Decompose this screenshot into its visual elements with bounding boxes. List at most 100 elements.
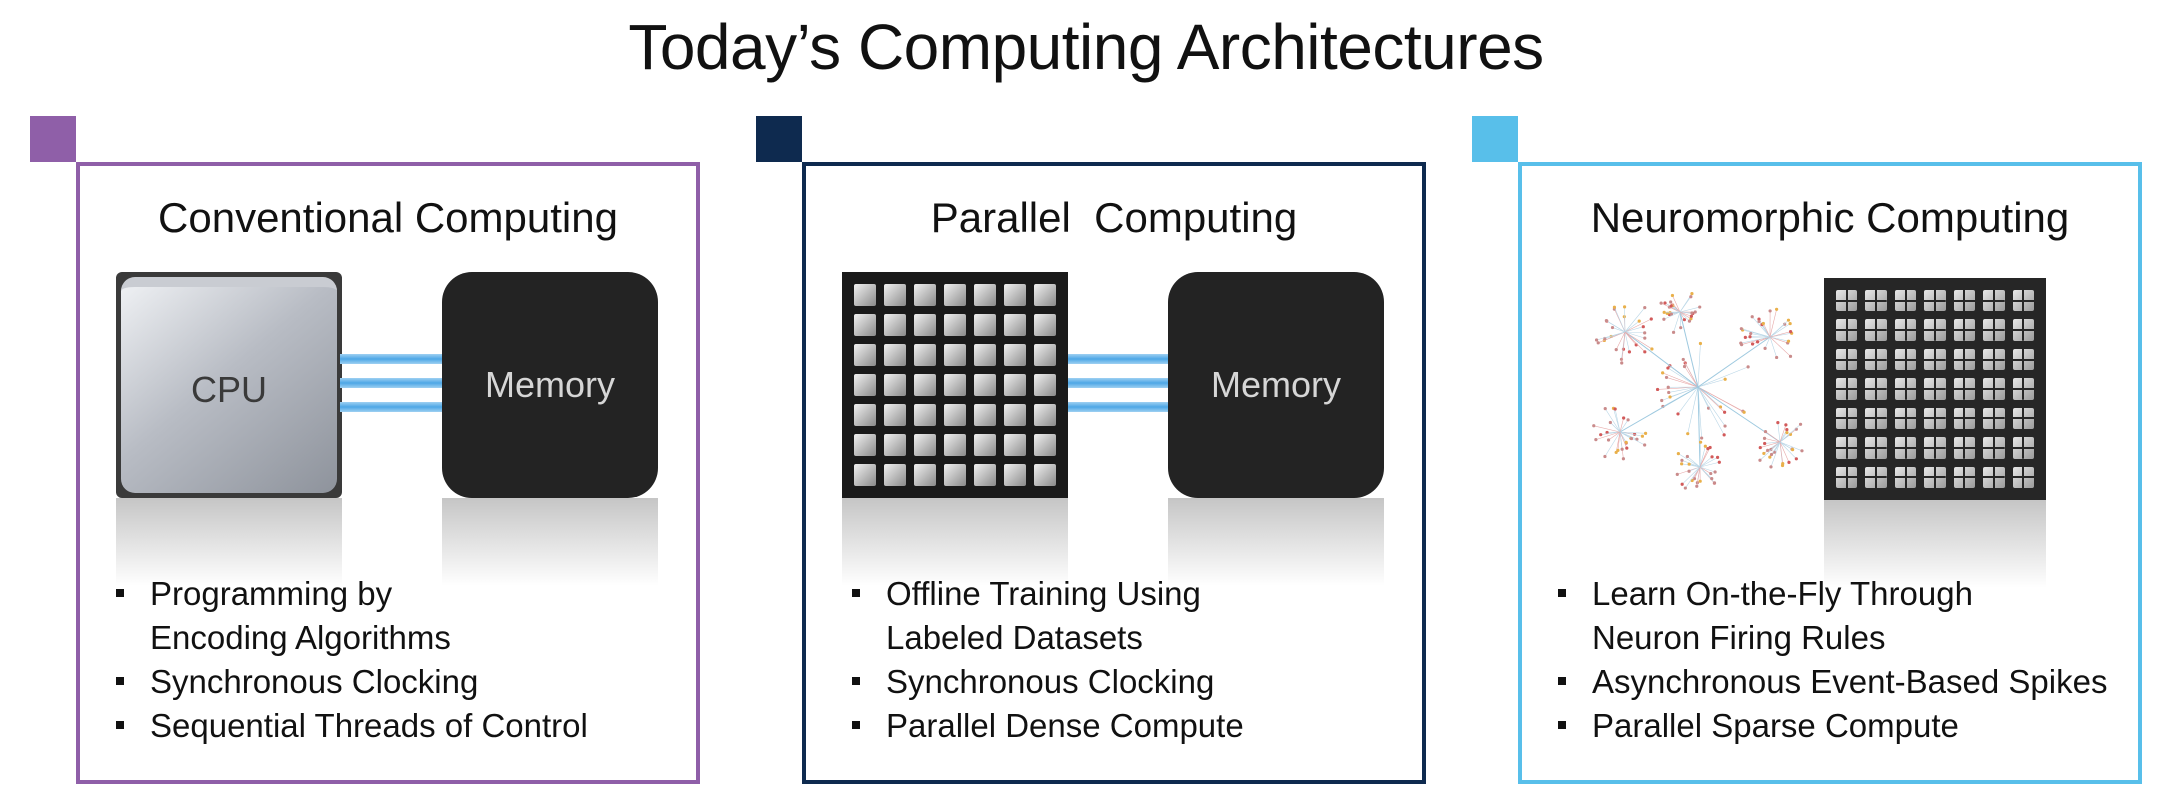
neuron-node [1643, 443, 1647, 447]
die-core [974, 284, 996, 306]
neuron-node [1668, 395, 1672, 399]
neuron-node [1594, 338, 1599, 342]
die-core [1836, 437, 1858, 459]
bus-line [1068, 354, 1172, 364]
die-core [914, 314, 936, 336]
network-link [1678, 453, 1701, 468]
bus-line [340, 354, 444, 364]
die-core [1983, 378, 2005, 400]
neuron-node [1664, 375, 1669, 380]
network-link [1619, 431, 1632, 439]
neuron-node [1629, 436, 1634, 441]
neuron-node [1608, 420, 1612, 425]
neuron-node [1622, 416, 1626, 420]
network-link [1696, 466, 1701, 487]
neuron-node [1680, 482, 1684, 486]
neuron-node [1669, 312, 1674, 316]
neuron-node [1785, 427, 1789, 432]
neuron-node [1649, 317, 1653, 321]
die-core [1836, 378, 1858, 400]
die-core [1924, 348, 1946, 371]
neuron-node [1784, 423, 1788, 427]
network-link [1697, 366, 1749, 388]
die-core [1894, 319, 1917, 341]
network-link [1751, 316, 1771, 338]
neuron-node [1641, 325, 1645, 329]
neuron-node [1687, 462, 1691, 466]
neuron-node [1693, 310, 1697, 314]
network-link [1624, 331, 1645, 339]
neuron-node [1666, 385, 1670, 389]
neuron-node [1614, 347, 1618, 352]
network-link [1771, 441, 1781, 455]
network-link [1624, 307, 1645, 333]
bullet-item: Parallel Sparse Compute [1558, 704, 2107, 748]
neuromorphic-computing-panel: Neuromorphic Computing Learn On-the-Fly … [1518, 162, 2142, 784]
network-link [1777, 422, 1781, 443]
neuron-node [1798, 422, 1803, 426]
neuron-node [1743, 335, 1747, 339]
bullet-item: Programming by [116, 572, 588, 616]
neuron-node [1667, 390, 1671, 395]
network-link [1769, 336, 1788, 344]
memory-reflection [442, 498, 658, 586]
neuron-node [1680, 458, 1684, 462]
neuron-node [1791, 447, 1795, 452]
network-link [1612, 327, 1626, 333]
neuron-node [1723, 424, 1727, 428]
neuron-node [1659, 301, 1663, 305]
neuron-node [1605, 430, 1609, 435]
die-core [884, 344, 906, 366]
neuron-node [1627, 350, 1632, 354]
neuron-node [1612, 305, 1617, 309]
die-reflection [842, 498, 1068, 586]
network-link [1661, 302, 1681, 313]
neuron-node [1643, 331, 1647, 335]
network-link [1615, 331, 1626, 350]
neuron-node [1698, 341, 1703, 346]
die-core [1004, 344, 1026, 366]
network-link [1657, 386, 1699, 390]
neuron-node [1755, 340, 1760, 344]
die-core [1953, 378, 1976, 400]
network-link [1679, 311, 1699, 388]
die-core [1894, 407, 1917, 430]
die-core [944, 464, 966, 486]
network-link [1679, 311, 1692, 320]
neuron-node [1769, 465, 1773, 469]
neuron-node [1703, 444, 1707, 448]
die-core [1924, 466, 1946, 488]
network-link [1681, 466, 1701, 485]
network-link [1779, 432, 1788, 443]
neuron-node [1643, 336, 1647, 340]
neuron-node [1699, 440, 1703, 444]
neuron-node [1604, 319, 1609, 323]
neuron-node [1689, 314, 1694, 318]
network-link [1604, 408, 1621, 433]
die-core [914, 404, 936, 426]
die-core [974, 344, 996, 366]
die-core [854, 404, 876, 426]
die-core [1865, 319, 1887, 341]
die-core [944, 434, 966, 456]
network-link [1619, 431, 1628, 449]
neuron-node [1787, 460, 1791, 464]
neuron-node [1662, 310, 1666, 314]
network-link [1679, 311, 1692, 317]
neuron-node [1722, 433, 1726, 437]
die-core [854, 344, 876, 366]
neuron-node [1592, 424, 1596, 428]
network-link [1779, 424, 1787, 443]
neuron-node [1786, 318, 1791, 322]
bullet-item: Sequential Threads of Control [116, 704, 588, 748]
network-link [1779, 441, 1793, 450]
network-link [1769, 332, 1792, 338]
network-link [1697, 386, 1726, 427]
die-core [1865, 290, 1887, 312]
neuron-node [1775, 307, 1779, 311]
network-link [1769, 319, 1789, 338]
die-core [1953, 290, 1976, 312]
die-core [974, 434, 996, 456]
network-link [1671, 305, 1681, 313]
neuron-node [1687, 469, 1691, 473]
